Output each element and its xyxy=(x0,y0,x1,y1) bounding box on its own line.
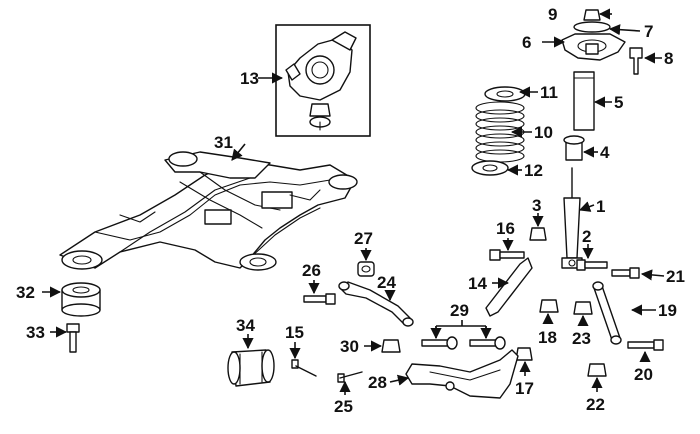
callout-24: 24 xyxy=(377,273,396,292)
callout-9: 9 xyxy=(548,5,557,24)
knuckle-inset xyxy=(275,24,371,137)
nut-30 xyxy=(381,339,401,353)
callout-16: 16 xyxy=(496,219,515,238)
callout-3: 3 xyxy=(532,196,541,215)
nut-17 xyxy=(515,347,533,361)
callout-11: 11 xyxy=(540,83,558,102)
callout-27: 27 xyxy=(354,229,373,248)
bushing-27 xyxy=(357,261,375,277)
trailing-link-24 xyxy=(338,281,414,327)
callout-33: 33 xyxy=(26,323,45,342)
callout-4: 4 xyxy=(600,143,610,162)
shock-absorber xyxy=(561,167,583,269)
callout-21: 21 xyxy=(666,267,685,286)
toe-link-19 xyxy=(592,281,622,345)
nut-23 xyxy=(573,301,593,315)
callout-6: 6 xyxy=(522,33,531,52)
callout-31: 31 xyxy=(214,133,233,152)
callout-14: 14 xyxy=(468,274,487,293)
nut-3 xyxy=(529,227,547,241)
strut-boot xyxy=(563,71,595,161)
bolt-25 xyxy=(337,371,363,383)
callout-8: 8 xyxy=(664,49,673,68)
callout-7: 7 xyxy=(644,22,653,41)
coil-spring xyxy=(471,86,526,176)
rear-crossmember xyxy=(59,151,358,271)
bushing-34 xyxy=(227,349,275,387)
callout-32: 32 xyxy=(16,283,35,302)
bolt-2 xyxy=(576,259,608,271)
callout-10: 10 xyxy=(534,123,553,142)
callout-19: 19 xyxy=(658,301,677,320)
callout-1: 1 xyxy=(596,197,605,216)
leader-lines xyxy=(42,8,665,395)
bushing-32 xyxy=(61,282,101,317)
bolt-33 xyxy=(66,323,80,353)
strut-top-mount xyxy=(561,9,643,75)
callout-34: 34 xyxy=(236,316,255,335)
lower-control-arm xyxy=(405,349,519,399)
callout-29: 29 xyxy=(450,301,469,320)
upper-link-14 xyxy=(485,257,533,317)
bolt-pair-29 xyxy=(421,336,506,350)
callout-26: 26 xyxy=(302,261,321,280)
callout-25: 25 xyxy=(334,397,353,416)
callout-13: 13 xyxy=(240,69,259,88)
nut-22 xyxy=(587,363,607,377)
callout-labels: 1 2 3 4 5 6 7 8 9 10 11 12 13 14 15 16 1… xyxy=(16,5,685,416)
callout-22: 22 xyxy=(586,395,605,414)
callout-12: 12 xyxy=(524,161,543,180)
callout-2: 2 xyxy=(582,227,591,246)
callout-30: 30 xyxy=(340,337,359,356)
bolt-21 xyxy=(611,267,640,279)
bolt-20 xyxy=(627,339,664,351)
callout-15: 15 xyxy=(285,323,304,342)
bolt-26 xyxy=(303,293,336,305)
callout-18: 18 xyxy=(538,328,557,347)
callout-5: 5 xyxy=(614,93,623,112)
nut-18 xyxy=(539,299,559,313)
bolt-15 xyxy=(291,359,317,377)
callout-23: 23 xyxy=(572,329,591,348)
callout-17: 17 xyxy=(515,379,534,398)
callout-20: 20 xyxy=(634,365,653,384)
bolt-16 xyxy=(489,249,525,261)
callout-28: 28 xyxy=(368,373,387,392)
